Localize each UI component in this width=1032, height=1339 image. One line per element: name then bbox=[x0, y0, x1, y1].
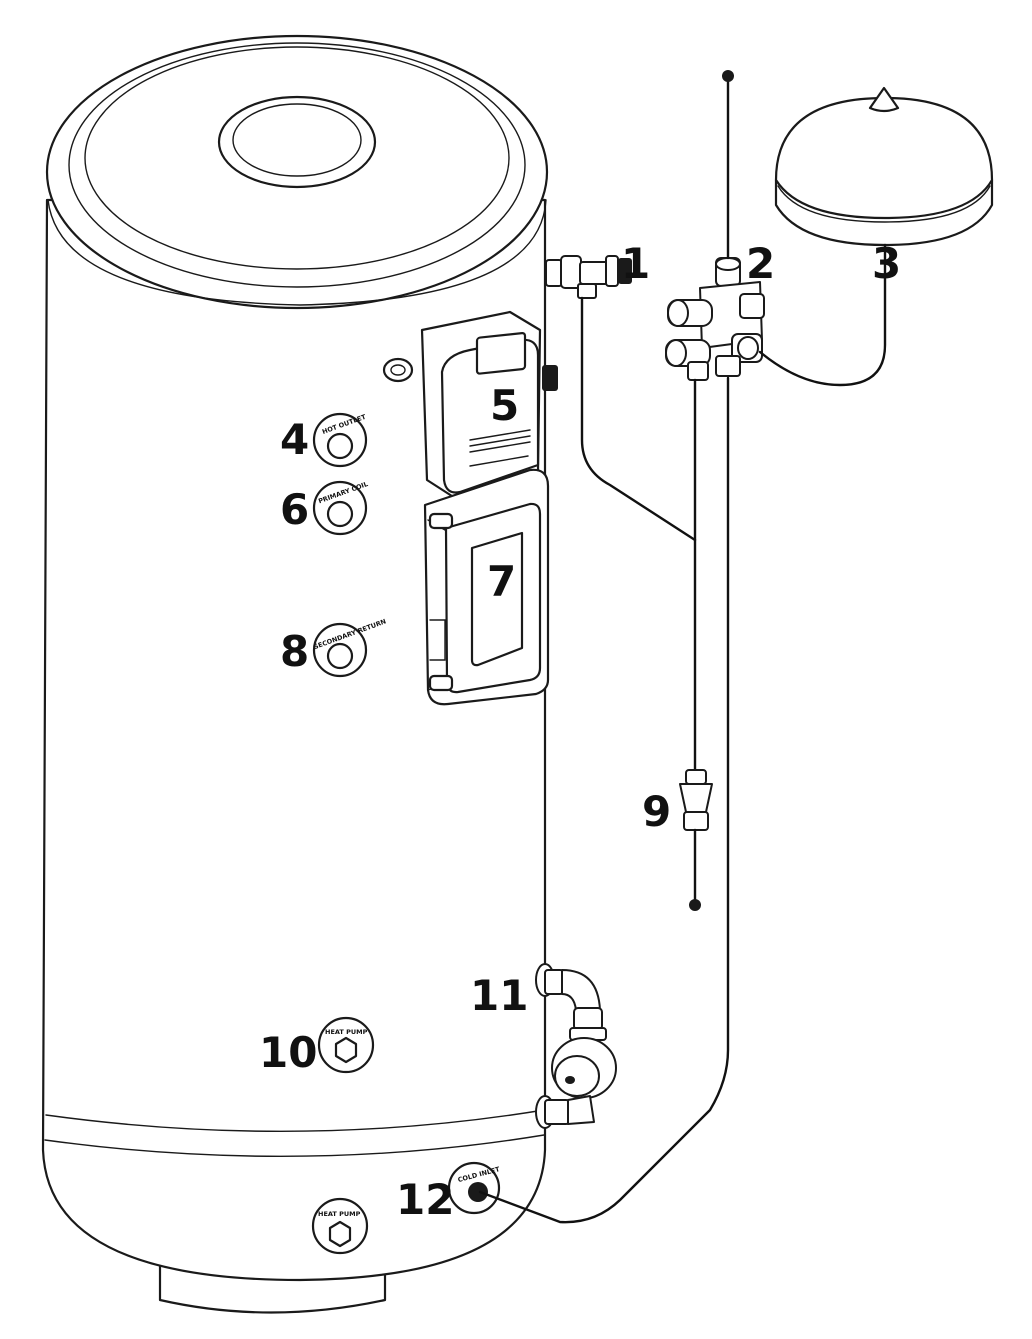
tundish bbox=[679, 769, 713, 831]
callout-5: 5 bbox=[490, 381, 519, 430]
discharge-endpoint bbox=[689, 899, 701, 911]
callout-8: 8 bbox=[280, 627, 309, 676]
primary-coil-port: PRIMARY COIL bbox=[312, 480, 369, 536]
immersion-control-housing bbox=[420, 310, 558, 500]
hot-water-cylinder bbox=[41, 34, 549, 1314]
callout-10: 10 bbox=[259, 1028, 317, 1077]
heat-pump-lower-label: HEAT PUMP bbox=[318, 1210, 361, 1218]
cold-inlet-port: COLD INLET bbox=[447, 1161, 501, 1215]
callout-11: 11 bbox=[470, 971, 528, 1020]
heat-pump-lower-port: HEAT PUMP bbox=[311, 1197, 369, 1255]
callout-9: 9 bbox=[642, 787, 671, 836]
cylinder-top-cap bbox=[217, 95, 377, 189]
heat-pump-upper-label: HEAT PUMP bbox=[325, 1028, 368, 1036]
callout-7: 7 bbox=[487, 557, 516, 606]
sensor-pocket bbox=[382, 357, 414, 383]
discharge-pipe-1 bbox=[580, 296, 697, 542]
control-panel-cover bbox=[423, 468, 550, 706]
expansion-vessel-pipe bbox=[758, 243, 887, 387]
callout-12: 12 bbox=[396, 1175, 454, 1224]
inlet-control-group bbox=[665, 257, 765, 381]
expansion-vessel bbox=[774, 86, 994, 247]
pressure-relief-valve bbox=[545, 255, 632, 299]
callout-6: 6 bbox=[280, 485, 309, 534]
callout-1: 1 bbox=[621, 239, 650, 288]
mains-supply-endpoint bbox=[722, 70, 734, 82]
cylinder-body bbox=[41, 198, 547, 1282]
heat-pump-upper-port: HEAT PUMP bbox=[317, 1016, 375, 1074]
callout-2: 2 bbox=[746, 239, 775, 288]
hot-outlet-port: HOT OUTLET bbox=[312, 413, 367, 468]
heat-pump-fittings bbox=[535, 963, 617, 1129]
callout-4: 4 bbox=[280, 415, 309, 464]
callout-3: 3 bbox=[872, 239, 901, 288]
cold-feed-pipe bbox=[478, 376, 730, 1224]
